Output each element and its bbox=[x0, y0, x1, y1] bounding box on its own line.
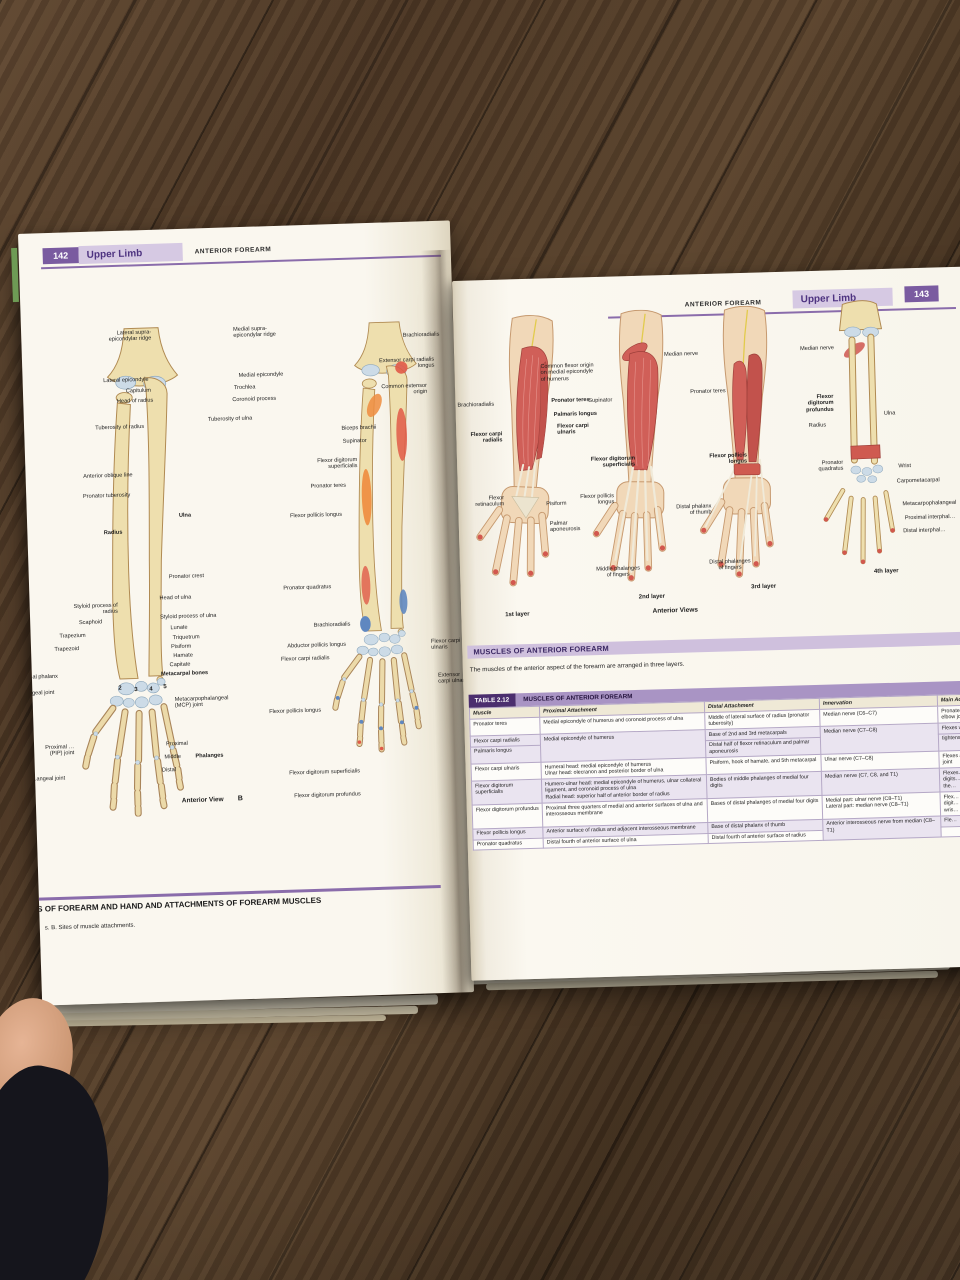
figure-label: 1st layer bbox=[505, 611, 530, 619]
figure-label: Middle phalanges of fingers bbox=[596, 565, 641, 579]
figure-label: 3rd layer bbox=[751, 583, 777, 591]
figure-label: Pronator teres bbox=[310, 482, 347, 490]
figure-label: Metacarpophalangeal bbox=[902, 499, 957, 508]
figure-label: Flexor digitorum superficialis bbox=[590, 455, 636, 469]
forearm-muscles-1st-layer-figure bbox=[467, 314, 554, 617]
figure-label: Palmaris longus bbox=[553, 410, 598, 418]
right-page: ANTERIOR FOREARM Upper Limb 143 bbox=[452, 266, 960, 981]
palmar-aponeurosis-shape bbox=[511, 496, 540, 519]
figure-label: Wrist bbox=[898, 463, 912, 470]
figure-label: Flexor digitorum profundus bbox=[294, 791, 361, 800]
attachment-color-patches bbox=[335, 361, 419, 751]
figure-label: Proximal interphal… bbox=[904, 513, 956, 522]
figure-label: Common flexor origin on medial epicondyl… bbox=[540, 362, 594, 383]
figure-label: Distal phalanges of fingers bbox=[709, 558, 751, 572]
figure-label: Carpometacarpal bbox=[896, 477, 940, 485]
figure-label: Brachioradialis bbox=[313, 621, 351, 629]
figure-label: Flexor carpi ulnaris bbox=[430, 637, 461, 652]
figure-label: Pronator quadratus bbox=[818, 459, 844, 473]
figure-label: 4th layer bbox=[873, 568, 899, 575]
figure-label: Ulna bbox=[883, 410, 896, 417]
figure-label: Median nerve bbox=[664, 350, 699, 358]
figure-label: 2nd layer bbox=[638, 593, 666, 601]
figure-label: Flexor digitorum superficialis bbox=[289, 768, 361, 777]
figure-label: Pronator teres bbox=[690, 388, 726, 396]
muscle-figure-labels-layer: Brachioradialis Common flexor origin on m… bbox=[452, 267, 960, 981]
figure-label: Flexor pollicis longus bbox=[269, 707, 322, 716]
figure-label: Biceps brachii bbox=[341, 424, 377, 432]
figure-label: Common extensor origin bbox=[381, 382, 428, 396]
figure-label: Radius bbox=[808, 422, 827, 429]
figure-label: Flexor pollicis longus bbox=[709, 452, 748, 466]
figure-label: Pronator quadratus bbox=[283, 584, 332, 592]
figure-label: Flexor carpi ulnaris bbox=[557, 422, 589, 437]
figure-label: Brachioradialis bbox=[402, 331, 440, 339]
figure-label: Pisiform bbox=[546, 500, 567, 508]
figure-label: Palmar aponeurosis bbox=[549, 520, 581, 534]
forearm-muscles-3rd-layer-figure bbox=[691, 305, 800, 606]
left-page: 142 Upper Limb ANTERIOR FOREARM bbox=[18, 220, 475, 1006]
figure-label: Pronator teres bbox=[551, 396, 590, 405]
figure-label: Distal phalanx of thumb bbox=[676, 503, 712, 517]
figure-label: Median nerve bbox=[799, 345, 835, 353]
figure-label: Flexor digitorum profundus bbox=[806, 393, 834, 414]
figure-label: Flexor pollicis longus bbox=[289, 511, 343, 520]
figure-label: Extensor carpi radialis longus bbox=[379, 356, 435, 370]
pronator-quadratus-shape bbox=[850, 444, 881, 460]
forearm-muscles-4th-layer-figure bbox=[806, 300, 925, 594]
pronator-quadratus-shape bbox=[733, 463, 761, 476]
figure-label: Flexor digitorum superficialis bbox=[317, 457, 358, 471]
figure-label: Flexor retinaculum bbox=[475, 495, 505, 509]
figure-label: Distal interphal… bbox=[903, 527, 946, 535]
figure-label: Flexor carpi radialis bbox=[470, 431, 503, 445]
figure-label: Supinator bbox=[342, 437, 367, 445]
figure-label: Abductor pollicis longus bbox=[287, 641, 347, 650]
figure-label: Anterior Views bbox=[652, 606, 699, 615]
forearm-muscles-2nd-layer-figure bbox=[586, 309, 694, 610]
muscle-attachments-figure bbox=[319, 318, 466, 802]
figure-label: Flexor pollicis longus bbox=[580, 493, 615, 507]
figure-label: Flexor carpi radialis bbox=[280, 655, 330, 663]
figure-label: Supinator bbox=[588, 397, 613, 405]
figure-label: Brachioradialis bbox=[457, 401, 495, 409]
forearm-bones-anterior-figure bbox=[67, 327, 232, 818]
